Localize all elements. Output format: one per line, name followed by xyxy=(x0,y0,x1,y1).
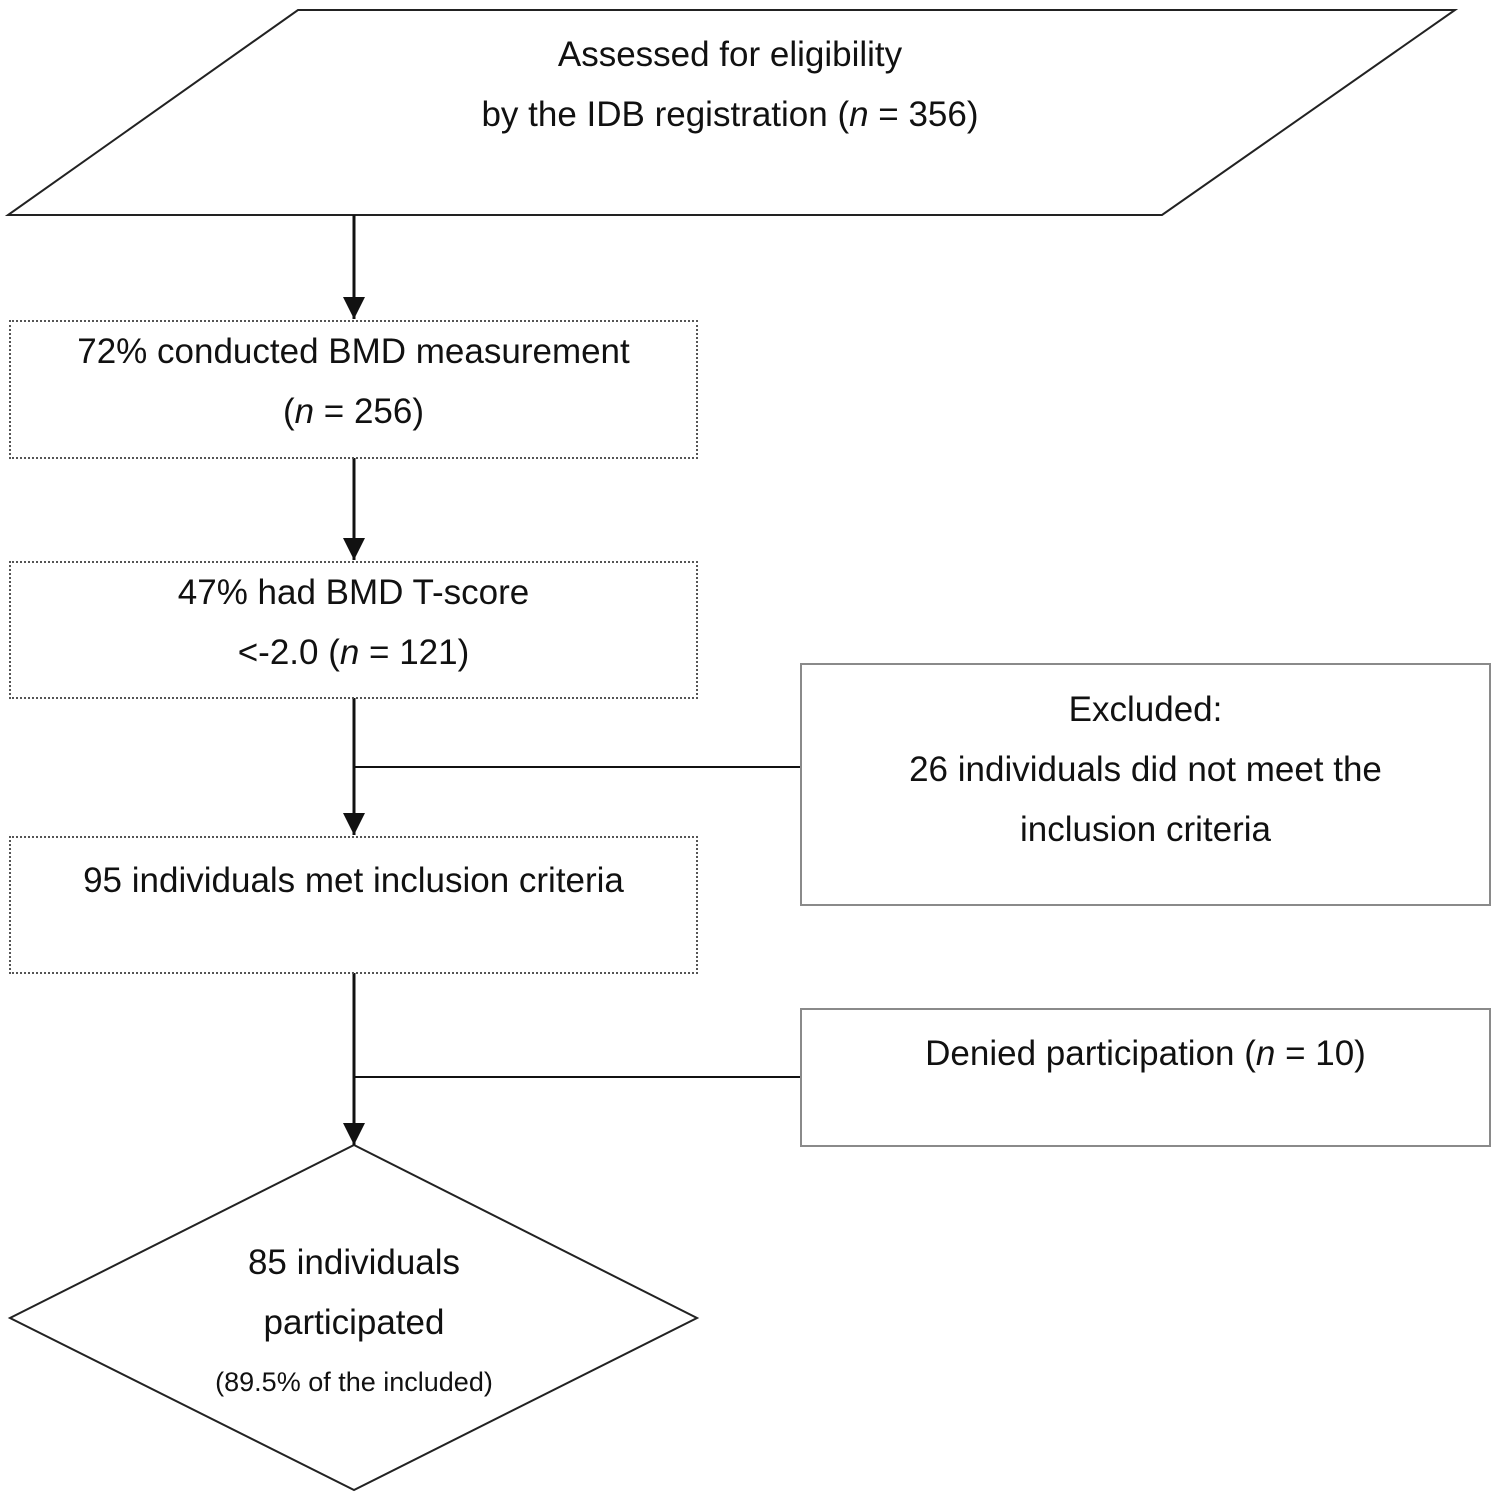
denied-line1: Denied participation (n = 10) xyxy=(925,1034,1366,1073)
met-criteria-line1: 95 individuals met inclusion criteria xyxy=(83,861,624,900)
tscore-label: 47% had BMD T-score <-2.0 (n = 121) xyxy=(9,563,698,683)
excluded-box xyxy=(800,663,1491,906)
bmd-measured-line1: 72% conducted BMD measurement xyxy=(77,332,630,371)
participated-line1: 85 individuals xyxy=(247,1243,461,1282)
eligibility-label: Assessed for eligibility by the IDB regi… xyxy=(300,25,1160,145)
tscore-line1: 47% had BMD T-score xyxy=(177,573,530,612)
denied-label: Denied participation (n = 10) xyxy=(800,1024,1491,1084)
arrowhead xyxy=(343,813,365,835)
participated-shape xyxy=(7,1143,700,1492)
participated-line3: (89.5% of the included) xyxy=(215,1367,493,1397)
arrowhead xyxy=(343,297,365,319)
participated-label: 85 individuals participated xyxy=(104,1233,604,1353)
excluded-label: Excluded: 26 individuals did not meet th… xyxy=(800,680,1491,860)
tscore-box xyxy=(9,561,698,699)
eligibility-shape xyxy=(4,9,1459,216)
arrowhead xyxy=(343,1123,365,1145)
tscore-line2: <-2.0 (n = 121) xyxy=(237,633,470,672)
excluded-line3: inclusion criteria xyxy=(1020,810,1271,849)
arrowhead xyxy=(343,538,365,560)
excluded-line2: 26 individuals did not meet the xyxy=(909,750,1382,789)
denied-box xyxy=(800,1008,1491,1147)
bmd-measured-box xyxy=(9,320,698,459)
eligibility-line1: Assessed for eligibility xyxy=(557,35,903,74)
bmd-measured-line2: (n = 256) xyxy=(282,392,425,431)
participated-note: (89.5% of the included) xyxy=(104,1362,604,1402)
excluded-line1: Excluded: xyxy=(1068,690,1223,729)
eligibility-line2: by the IDB registration (n = 356) xyxy=(481,95,979,134)
participated-line2: participated xyxy=(263,1303,445,1342)
met-criteria-label: 95 individuals met inclusion criteria xyxy=(9,851,698,911)
bmd-measured-label: 72% conducted BMD measurement (n = 256) xyxy=(9,322,698,442)
met-criteria-box xyxy=(9,836,698,974)
